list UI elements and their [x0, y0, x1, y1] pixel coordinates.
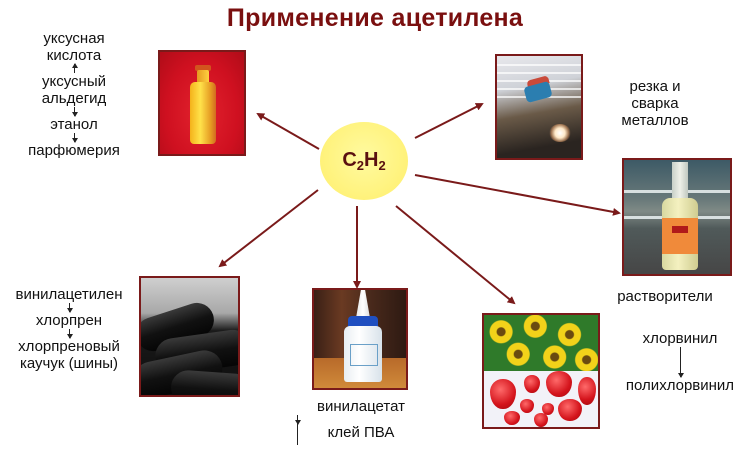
- arrow-down-icon: [612, 347, 748, 378]
- solvents-label: растворители: [617, 288, 713, 305]
- arrow-to-solvents: [414, 174, 621, 216]
- acetic-chain: уксусная кислота уксусный альдегид этано…: [10, 30, 138, 159]
- glue-bottle-photo: [312, 288, 408, 390]
- arrow-down-icon: [282, 415, 312, 445]
- red-bottle-photo: [158, 50, 246, 156]
- arrow-down-icon: [10, 133, 138, 143]
- chain-item-pva-glue: клей ПВА: [327, 424, 395, 441]
- chain-item-perfumery: парфюмерия: [28, 142, 120, 159]
- arrow-to-acetic: [256, 113, 320, 150]
- welding-label-line3: металлов: [621, 112, 689, 129]
- chain-item-acetaldehyde-2: альдегид: [41, 90, 107, 107]
- chain-item-chloroprene: хлорпрен: [35, 312, 103, 329]
- chain-item-acetic-acid-1: уксусная: [43, 30, 105, 47]
- arrow-to-rubber: [218, 189, 319, 268]
- tablecloth-photo: [482, 313, 600, 429]
- formula-c-sub: 2: [356, 158, 364, 173]
- chain-item-vinylacetylene: винилацетилен: [15, 286, 123, 303]
- pva-chain: винилацетат клей ПВА: [294, 398, 426, 445]
- tires-photo: [139, 276, 240, 397]
- welding-label-line1: резка и: [629, 78, 681, 95]
- formula-c2h2: C2H2: [342, 149, 385, 173]
- chain-item-chloroprene-rubber-2: каучук (шины): [19, 355, 119, 372]
- chain-item-vinyl-acetate: винилацетат: [317, 398, 405, 415]
- chain-item-chloroprene-rubber-1: хлорпреновый: [18, 338, 120, 355]
- pvc-chain: хлорвинил полихлорвинил: [612, 330, 748, 394]
- arrow-to-pvc: [395, 205, 516, 305]
- arrow-down-icon: [10, 107, 138, 117]
- formula-h-sub: 2: [378, 158, 386, 173]
- arrow-to-welding: [414, 103, 484, 139]
- page-title: Применение ацетилена: [226, 4, 524, 32]
- chain-item-acetic-acid-2: кислота: [46, 47, 102, 64]
- chain-item-ethanol: этанол: [50, 116, 98, 133]
- arrow-up-icon: [10, 63, 138, 73]
- arrow-down-icon: [0, 303, 138, 313]
- welding-label: резка и сварка металлов: [600, 78, 710, 129]
- rubber-chain: винилацетилен хлорпрен хлорпреновый кауч…: [0, 286, 138, 372]
- chain-item-vinyl-chloride: хлорвинил: [642, 330, 718, 347]
- welding-label-line2: сварка: [631, 95, 679, 112]
- acetylene-node: C2H2: [320, 122, 408, 200]
- solvent-bottle-photo: [622, 158, 732, 276]
- arrow-down-icon: [0, 329, 138, 339]
- welding-photo: [495, 54, 583, 160]
- formula-c: C: [342, 149, 357, 171]
- chain-item-pvc: полихлорвинил: [625, 377, 735, 394]
- formula-h: H: [364, 149, 379, 171]
- chain-item-acetaldehyde-1: уксусный: [41, 73, 106, 90]
